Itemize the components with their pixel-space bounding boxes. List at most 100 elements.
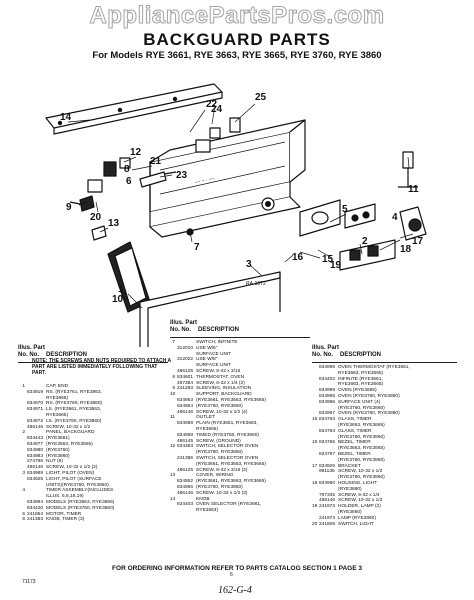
- part-number: 834925: [27, 476, 44, 482]
- part-row: RYE3663): [170, 508, 310, 514]
- part-number: 834952: [177, 479, 194, 485]
- part-description: SCREW, 8-32 x 3/16 (2): [196, 467, 248, 473]
- part-number: 486125: [177, 467, 194, 473]
- part-description: TIMER ASSEMBLY(INCLUDES: [46, 488, 114, 494]
- callout: 21: [150, 156, 162, 167]
- part-number: 486145: [177, 438, 194, 444]
- part-row: (RYE3663, RYE3665): [312, 423, 462, 429]
- callout: 20: [90, 212, 102, 223]
- part-description: (RYE3760, RYE3860): [338, 475, 385, 481]
- part-number: 834960: [319, 480, 336, 486]
- callout: 25: [255, 92, 267, 103]
- part-number: 241809: [319, 521, 336, 527]
- illus-number: 4: [22, 488, 25, 494]
- part-description: PANEL, BACKGUARD: [46, 430, 95, 436]
- part-number: 834764: [319, 428, 336, 434]
- part-number: 797335: [319, 492, 336, 498]
- part-number: 834989: [27, 470, 44, 476]
- part-number: 834996: [319, 399, 336, 405]
- part-description: (RYE3760, RYE3860): [196, 484, 243, 490]
- part-description: RYE3663): [196, 508, 219, 514]
- part-row: (RYE3760, RYE3860): [170, 450, 310, 456]
- part-row: 4 TIMER ASSEMBLY(INCLUDES: [20, 488, 168, 494]
- part-number: 834601: [177, 374, 194, 380]
- part-number: 834994: [27, 499, 44, 505]
- part-row: 10 SUPPORT, BACKGUARD: [170, 392, 310, 398]
- part-number: 834998: [319, 365, 336, 370]
- part-row: 834977(RYE3663, RYE3665): [20, 442, 168, 448]
- part-number: 486125: [177, 368, 194, 374]
- callout: 19: [330, 260, 342, 271]
- part-description: CAP, END: [46, 384, 69, 389]
- part-number: 834958: [177, 421, 194, 427]
- callout: 5: [342, 204, 348, 215]
- illus-number: 14: [170, 496, 176, 502]
- part-row: RYE3663, RYE3665): [312, 371, 462, 377]
- part-row: (RYE3663, RYE3665): [312, 446, 462, 452]
- illus-number: 7: [172, 340, 175, 345]
- callout: 2: [362, 236, 368, 247]
- part-row: (RYE3661, RYE3663, RYE3665): [170, 462, 310, 468]
- part-row: 834983(RYE3860): [20, 454, 168, 460]
- part-description: SUPPORT, BACKGUARD: [196, 392, 252, 398]
- part-number: 834402: [319, 376, 336, 382]
- part-description: RYE3665): [46, 412, 69, 418]
- illus-number: 3: [22, 470, 25, 476]
- part-row: (RYE3760, RYE3860): [312, 435, 462, 441]
- part-description: SCREW, 6-32 x 1/4 (2): [196, 380, 245, 386]
- part-number: 487384: [177, 380, 194, 386]
- part-number: 834972: [27, 418, 44, 424]
- illus-number: 10: [170, 392, 176, 398]
- part-description: MOTOR, TIMER: [46, 511, 82, 517]
- part-number: 241386: [177, 455, 194, 461]
- part-description: (RYE3663, RYE3665): [338, 446, 385, 452]
- part-number: 486146: [319, 498, 336, 504]
- part-description: OVEN (RYE3760, RYE3860): [338, 393, 400, 399]
- part-number: 991135: [319, 469, 335, 475]
- part-description: (RYE3860): [338, 486, 362, 492]
- part-number: 834995: [319, 393, 336, 399]
- part-description: TIMED (RYE3760, RYE3860): [196, 432, 260, 438]
- part-description: NUT (6): [46, 459, 63, 465]
- ordering-footer: FOR ORDERING INFORMATION REFER TO PARTS …: [112, 565, 362, 572]
- part-description: MODELS (RYE3663, RYE3665): [46, 499, 115, 505]
- part-description: (RYE3860): [46, 453, 70, 459]
- part-description: SCREW, 10-32 x 1/2 (4): [196, 409, 248, 415]
- part-description: OVEN (RYE3760, RYE3860): [338, 411, 400, 417]
- part-description: HOUSING, LIGHT: [338, 480, 378, 486]
- illus-number: 16: [312, 440, 318, 446]
- part-row: (RYE3860): [312, 510, 462, 516]
- part-description: PLAIN (RYE3661, RYE3663,: [196, 421, 258, 427]
- part-number: 834954: [177, 403, 194, 409]
- part-description: RS. (RYE3761, RYE3863,: [46, 389, 102, 395]
- part-number: 834956: [177, 484, 194, 490]
- part-description: RYE3665): [196, 426, 219, 432]
- part-description: THERMOSTAT, OVEN: [196, 374, 245, 380]
- part-description: SCREW, (GROUND): [196, 438, 241, 444]
- svg-text:~~ ~ · ~~: ~~ ~ · ~~: [194, 176, 215, 186]
- part-number: 241854: [27, 511, 44, 517]
- part-number: 834983: [27, 453, 44, 459]
